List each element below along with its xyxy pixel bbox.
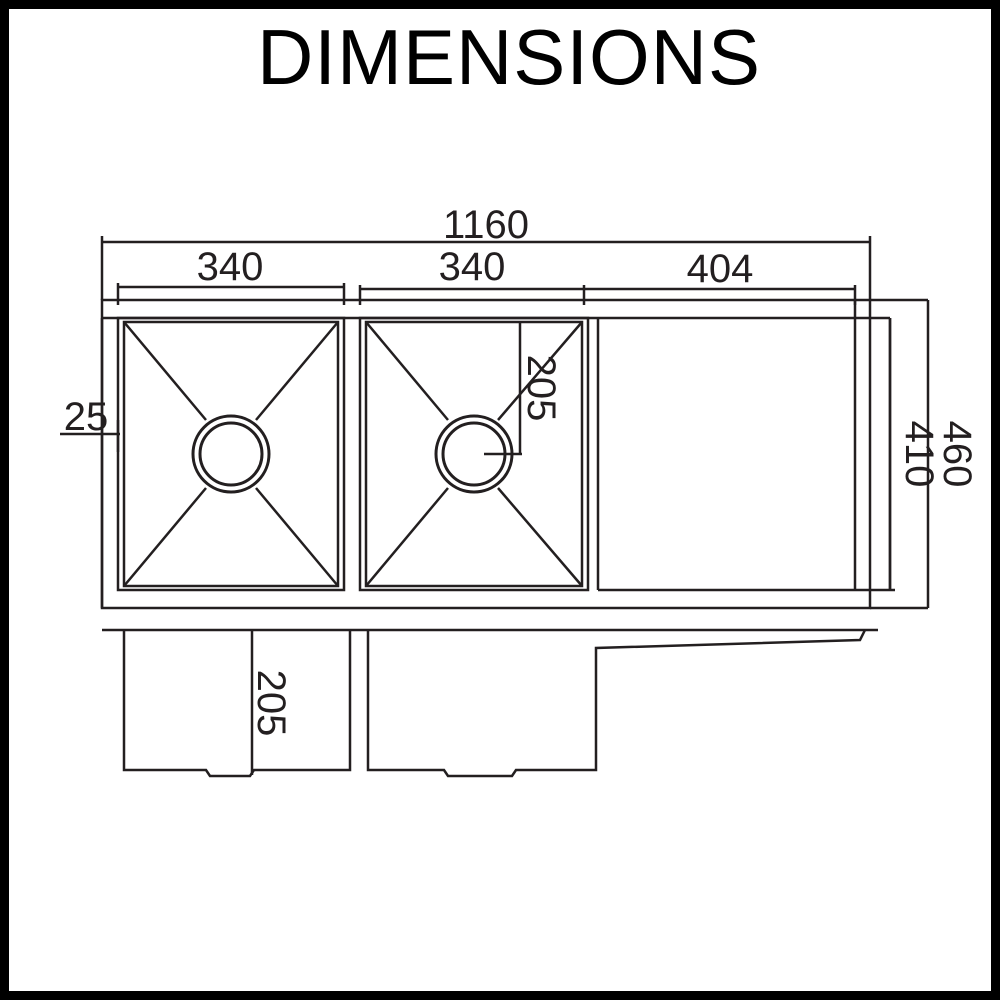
left-bowl (116, 316, 346, 592)
width-dimension-lines (888, 300, 930, 608)
drainer-board (596, 300, 870, 592)
bowl-width-dimension-line (116, 283, 857, 305)
drainer-width-label: 404 (687, 247, 754, 291)
page-title: DIMENSIONS (256, 13, 762, 101)
section-bowl-depth-label: 205 (249, 670, 293, 737)
plan-bowl-depth-label: 205 (519, 355, 563, 422)
overall-length-dimension-line (100, 236, 872, 300)
overall-length-label: 1160 (443, 203, 529, 247)
overall-width-label: 460 (935, 421, 979, 488)
edge-offset-dimension-line (60, 420, 120, 452)
edge-offset-label: 25 (64, 395, 109, 439)
left-bowl-width-label: 340 (197, 245, 264, 289)
sink-side-section (102, 628, 878, 778)
right-bowl-width-label: 340 (439, 245, 506, 289)
right-bowl (358, 316, 590, 592)
inner-width-label: 410 (897, 421, 941, 488)
